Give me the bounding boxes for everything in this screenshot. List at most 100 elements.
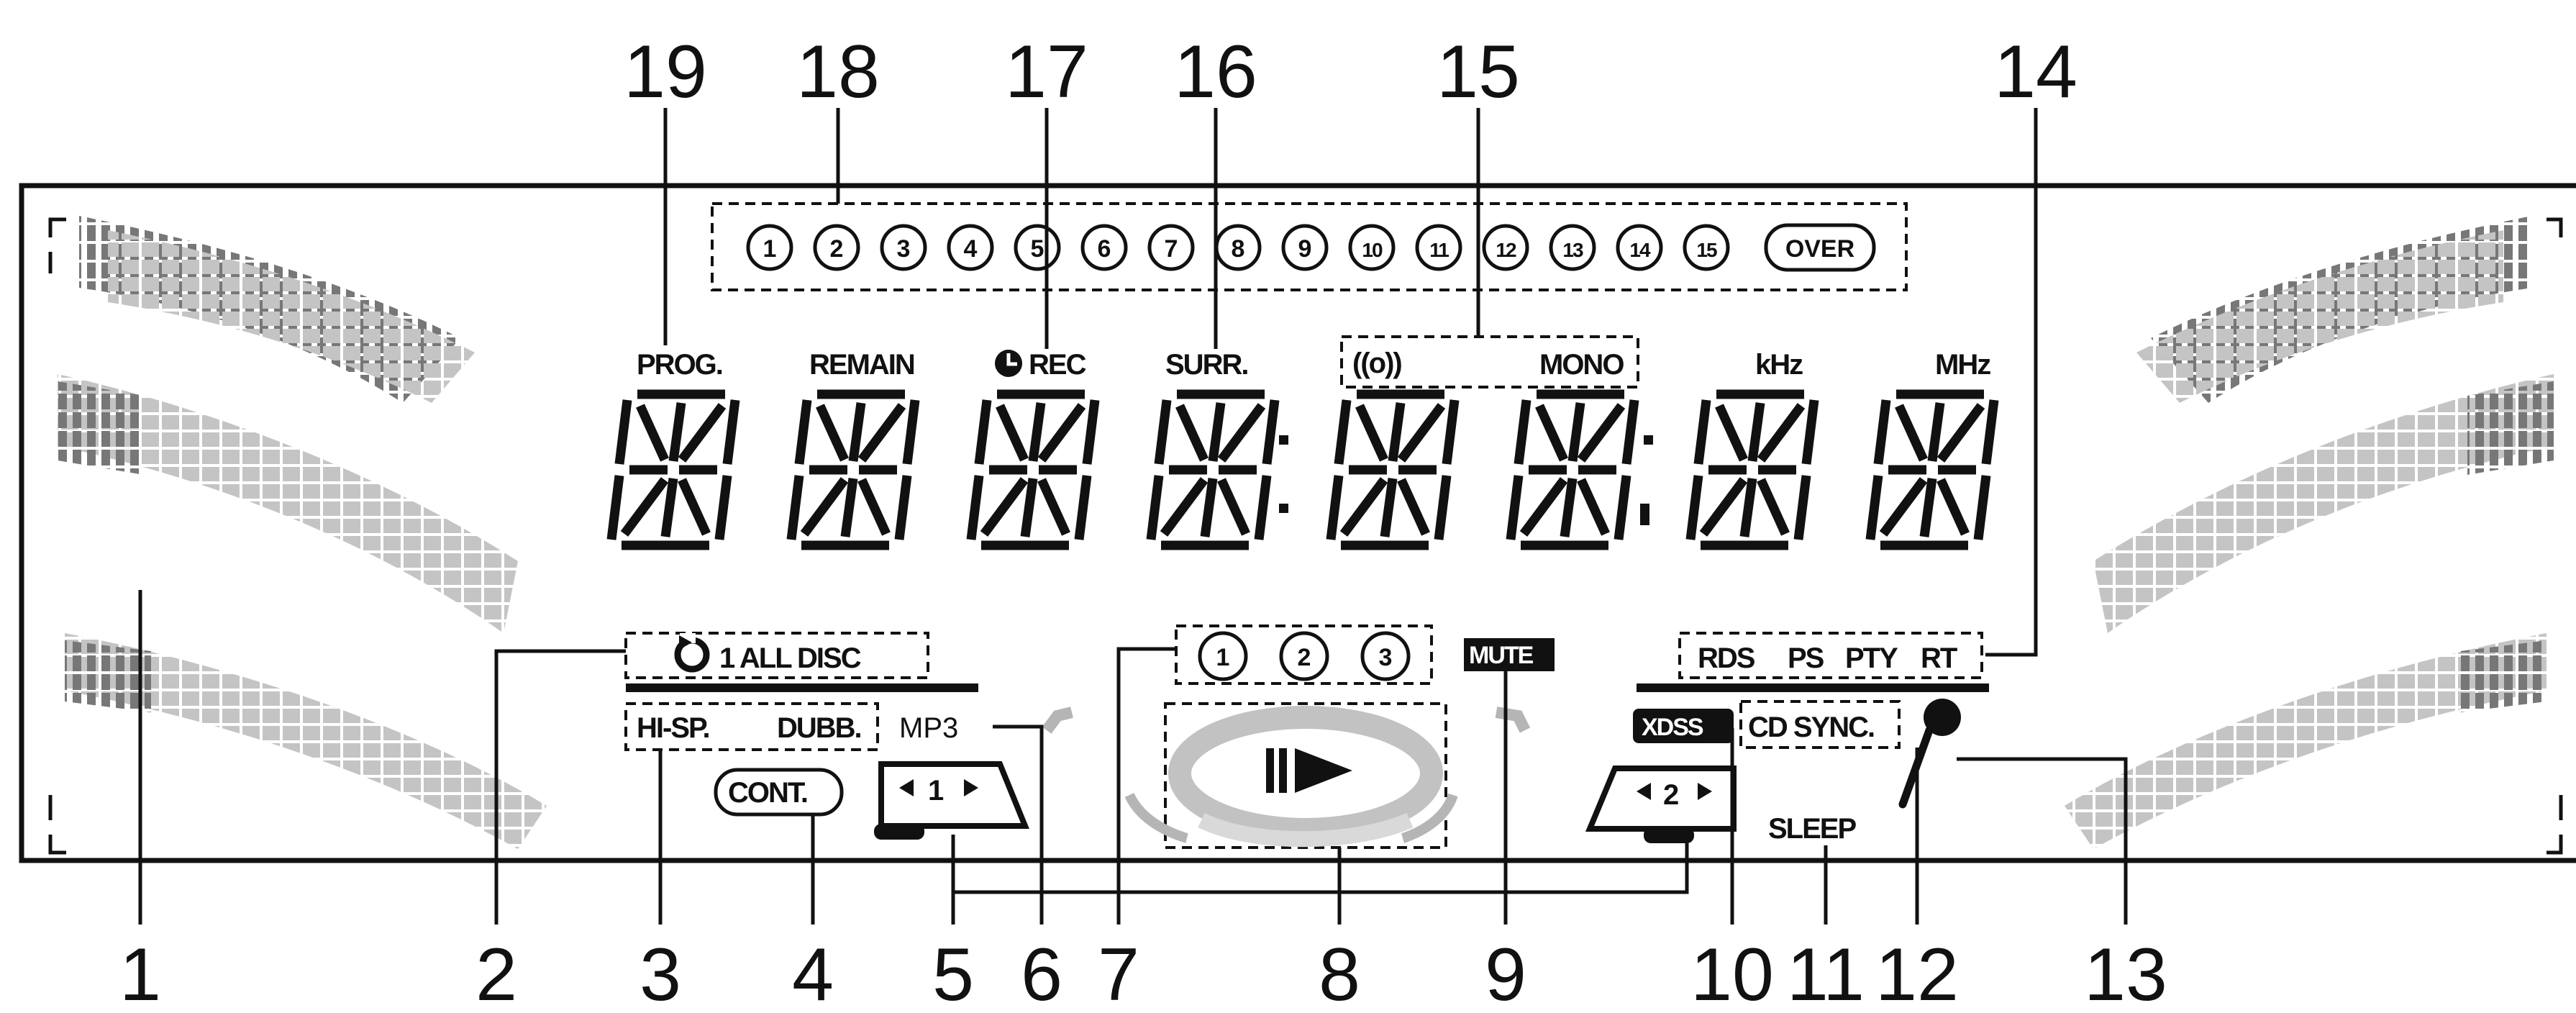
digit-segment [1747, 402, 1765, 462]
disc-indicator-number: 1 [763, 235, 777, 263]
disc-indicator-1: 1 [746, 224, 793, 271]
disc-indicator-13: 13 [1549, 224, 1596, 271]
digit-segment [660, 478, 678, 537]
stereo-mono-box [1340, 335, 1639, 389]
disc-indicator-number: 5 [1031, 235, 1044, 263]
deck1-number: 1 [928, 775, 944, 807]
repeat-icon [674, 633, 710, 673]
over-indicator: OVER [1764, 223, 1876, 272]
callout-5: 5 [932, 933, 974, 1009]
leader-lines [138, 108, 2128, 925]
remain-label: REMAIN [809, 349, 914, 381]
hisp-label: HI-SP. [637, 712, 709, 744]
surr-label: SURR. [1165, 349, 1247, 381]
repeat-underline [626, 683, 978, 692]
digit-segment [1801, 399, 1819, 465]
arrow-left-icon [899, 779, 914, 796]
disc-indicator-number: 6 [1098, 235, 1111, 263]
digit-segment [1560, 478, 1578, 537]
digit-segment [1981, 399, 1999, 465]
digit-segment [1146, 475, 1164, 540]
digit-segment [794, 399, 812, 465]
digit-segment [1217, 478, 1250, 536]
digit-segment [1685, 475, 1703, 540]
callout-1: 1 [119, 933, 161, 1009]
disc-indicator-number: 8 [1232, 235, 1245, 263]
disc-indicator-number: 14 [1629, 239, 1651, 261]
digit-segment [1757, 478, 1790, 536]
digit-segment [840, 478, 858, 537]
arrow-right-icon [1698, 783, 1712, 800]
disc-indicator-3: 3 [880, 224, 927, 271]
cd-tray-1: 1 [1198, 631, 1248, 681]
khz-label: kHz [1755, 349, 1803, 381]
cd-tray-number: 3 [1379, 644, 1393, 671]
mp3-label: MP3 [899, 712, 958, 744]
segment-digit-1 [606, 389, 740, 550]
mute-label: MUTE [1469, 642, 1534, 669]
cd-tray-row: 1 2 3 [1198, 631, 1411, 681]
mute-indicator: MUTE [1464, 638, 1555, 671]
alphanumeric-digit-row [606, 389, 1999, 550]
rds-label: RDS [1698, 642, 1755, 674]
disc-indicator-number: 12 [1496, 239, 1516, 261]
callout-11: 11 [1787, 933, 1865, 1009]
cd-tray-3: 3 [1360, 631, 1411, 681]
callout-19: 19 [624, 30, 707, 114]
disc-indicator-number: 9 [1298, 235, 1312, 263]
over-label: OVER [1785, 235, 1854, 263]
digit-segment [1380, 478, 1398, 537]
digit-segment [1895, 404, 1928, 462]
callout-3: 3 [640, 933, 681, 1009]
disc-indicator-15: 15 [1683, 224, 1730, 271]
callout-2: 2 [475, 933, 517, 1009]
digit-segment [1793, 475, 1811, 540]
callout-10: 10 [1690, 933, 1774, 1009]
digit-segment [974, 399, 992, 465]
digit-segment [816, 404, 849, 462]
cd-sync-box [1739, 700, 1901, 749]
disc-indicator-4: 4 [947, 224, 994, 271]
cd-tray-box [1175, 624, 1433, 685]
digit-segment [786, 475, 804, 540]
disc-indicator-11: 11 [1415, 224, 1462, 271]
callout-18: 18 [796, 30, 880, 114]
digit-segment [606, 475, 624, 540]
disc-indicator-number: 15 [1696, 239, 1717, 261]
ps-label: PS [1788, 642, 1824, 674]
segment-digit-2 [786, 389, 920, 550]
rds-underline [1637, 683, 1989, 692]
digit-segment [1397, 478, 1430, 536]
digit-segment [1614, 475, 1631, 540]
digit-segment [1577, 478, 1610, 536]
digit-segment [857, 478, 891, 536]
cont-label: CONT. [728, 777, 807, 809]
digit-segment [1334, 399, 1352, 465]
disc-indicator-number: 7 [1165, 235, 1178, 263]
mono-label: MONO [1539, 349, 1624, 381]
spectrum-analyzer-left [58, 216, 547, 849]
digit-segment [1200, 478, 1218, 537]
disc-play-box [1164, 702, 1447, 849]
xdss-indicator: XDSS [1633, 709, 1734, 743]
disc-indicator-number: 10 [1362, 239, 1383, 261]
digit-segment [894, 475, 912, 540]
cd-tray-number: 2 [1298, 644, 1311, 671]
segment-digit-7 [1685, 389, 1819, 550]
disc-indicator-9: 9 [1281, 224, 1329, 271]
callout-15: 15 [1437, 30, 1520, 114]
callout-14: 14 [1994, 30, 2077, 114]
digit-segment [1037, 478, 1070, 536]
disc-indicator-number: 4 [964, 235, 978, 263]
digit-segment [1208, 402, 1226, 462]
stereo-indicator: ((o)) [1352, 347, 1401, 379]
digit-segment [620, 477, 669, 537]
disc-indicator-number: 2 [830, 235, 844, 263]
digit-segment [902, 399, 920, 465]
callout-16: 16 [1174, 30, 1257, 114]
digit-segment [1355, 404, 1388, 462]
digit-segment [1577, 403, 1626, 463]
digit-segment [1621, 399, 1639, 465]
digit-segment [1020, 478, 1038, 537]
